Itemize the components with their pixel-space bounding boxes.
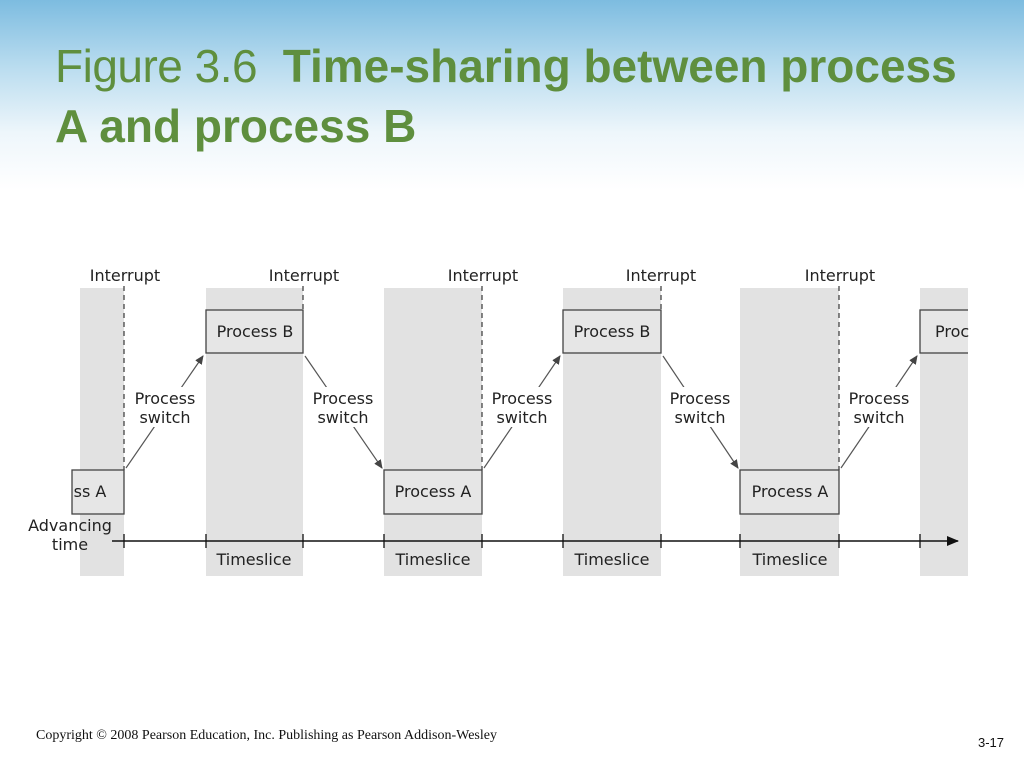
process-switch-label-1-line1: Process xyxy=(135,389,196,408)
process-b-label-partial: Proc xyxy=(935,322,969,341)
process-b-label-1: Process B xyxy=(217,322,294,341)
footer-copyright: Copyright © 2008 Pearson Education, Inc.… xyxy=(36,728,497,743)
process-switch-label-5-line1: Process xyxy=(849,389,910,408)
process-switch-label-2-line1: Process xyxy=(313,389,374,408)
process-switch-label-3-line1: Process xyxy=(492,389,553,408)
process-b-box-partial xyxy=(919,309,977,354)
process-switch-label-5-line2: switch xyxy=(853,408,904,427)
advancing-time-label-line2: time xyxy=(52,535,88,554)
timeslice-label-4: Timeslice xyxy=(751,550,827,569)
process-switch-label-3-line2: switch xyxy=(496,408,547,427)
figure-label: Figure 3.6 xyxy=(55,40,258,92)
timeslice-label-3: Timeslice xyxy=(573,550,649,569)
process-b-box-2 xyxy=(562,309,662,354)
process-switch-label-4-line1: Process xyxy=(670,389,731,408)
process-switch-label-1-line2: switch xyxy=(139,408,190,427)
footer-page-number: 3-17 xyxy=(977,735,1004,750)
process-a-box-partial xyxy=(71,469,125,515)
figure-caption: Time-sharing between process A and proce… xyxy=(55,40,957,152)
timeslice-label-1: Timeslice xyxy=(215,550,291,569)
process-switch-label-4-line2: switch xyxy=(674,408,725,427)
header-gradient xyxy=(0,0,1024,190)
timeslice-label-2: Timeslice xyxy=(394,550,470,569)
process-b-box-1 xyxy=(205,309,304,354)
band-5 xyxy=(740,288,839,576)
advancing-time-label-line1: Advancing xyxy=(28,516,112,535)
process-b-label-2: Process B xyxy=(574,322,651,341)
slide-title: Figure 3.6 Time-sharing between process … xyxy=(55,36,975,156)
process-a-label-2: Process A xyxy=(752,482,829,501)
band-3 xyxy=(384,288,482,576)
interrupt-label-2: Interrupt xyxy=(269,266,339,285)
process-switch-label-2-line2: switch xyxy=(317,408,368,427)
interrupt-label-3: Interrupt xyxy=(448,266,518,285)
process-a-label-partial: ss A xyxy=(74,482,107,501)
process-a-box-1 xyxy=(383,469,483,515)
band-1 xyxy=(80,288,124,576)
interrupt-label-5: Interrupt xyxy=(805,266,875,285)
interrupt-label-1: Interrupt xyxy=(90,266,160,285)
process-a-label-1: Process A xyxy=(395,482,472,501)
process-a-box-2 xyxy=(739,469,840,515)
interrupt-label-4: Interrupt xyxy=(626,266,696,285)
